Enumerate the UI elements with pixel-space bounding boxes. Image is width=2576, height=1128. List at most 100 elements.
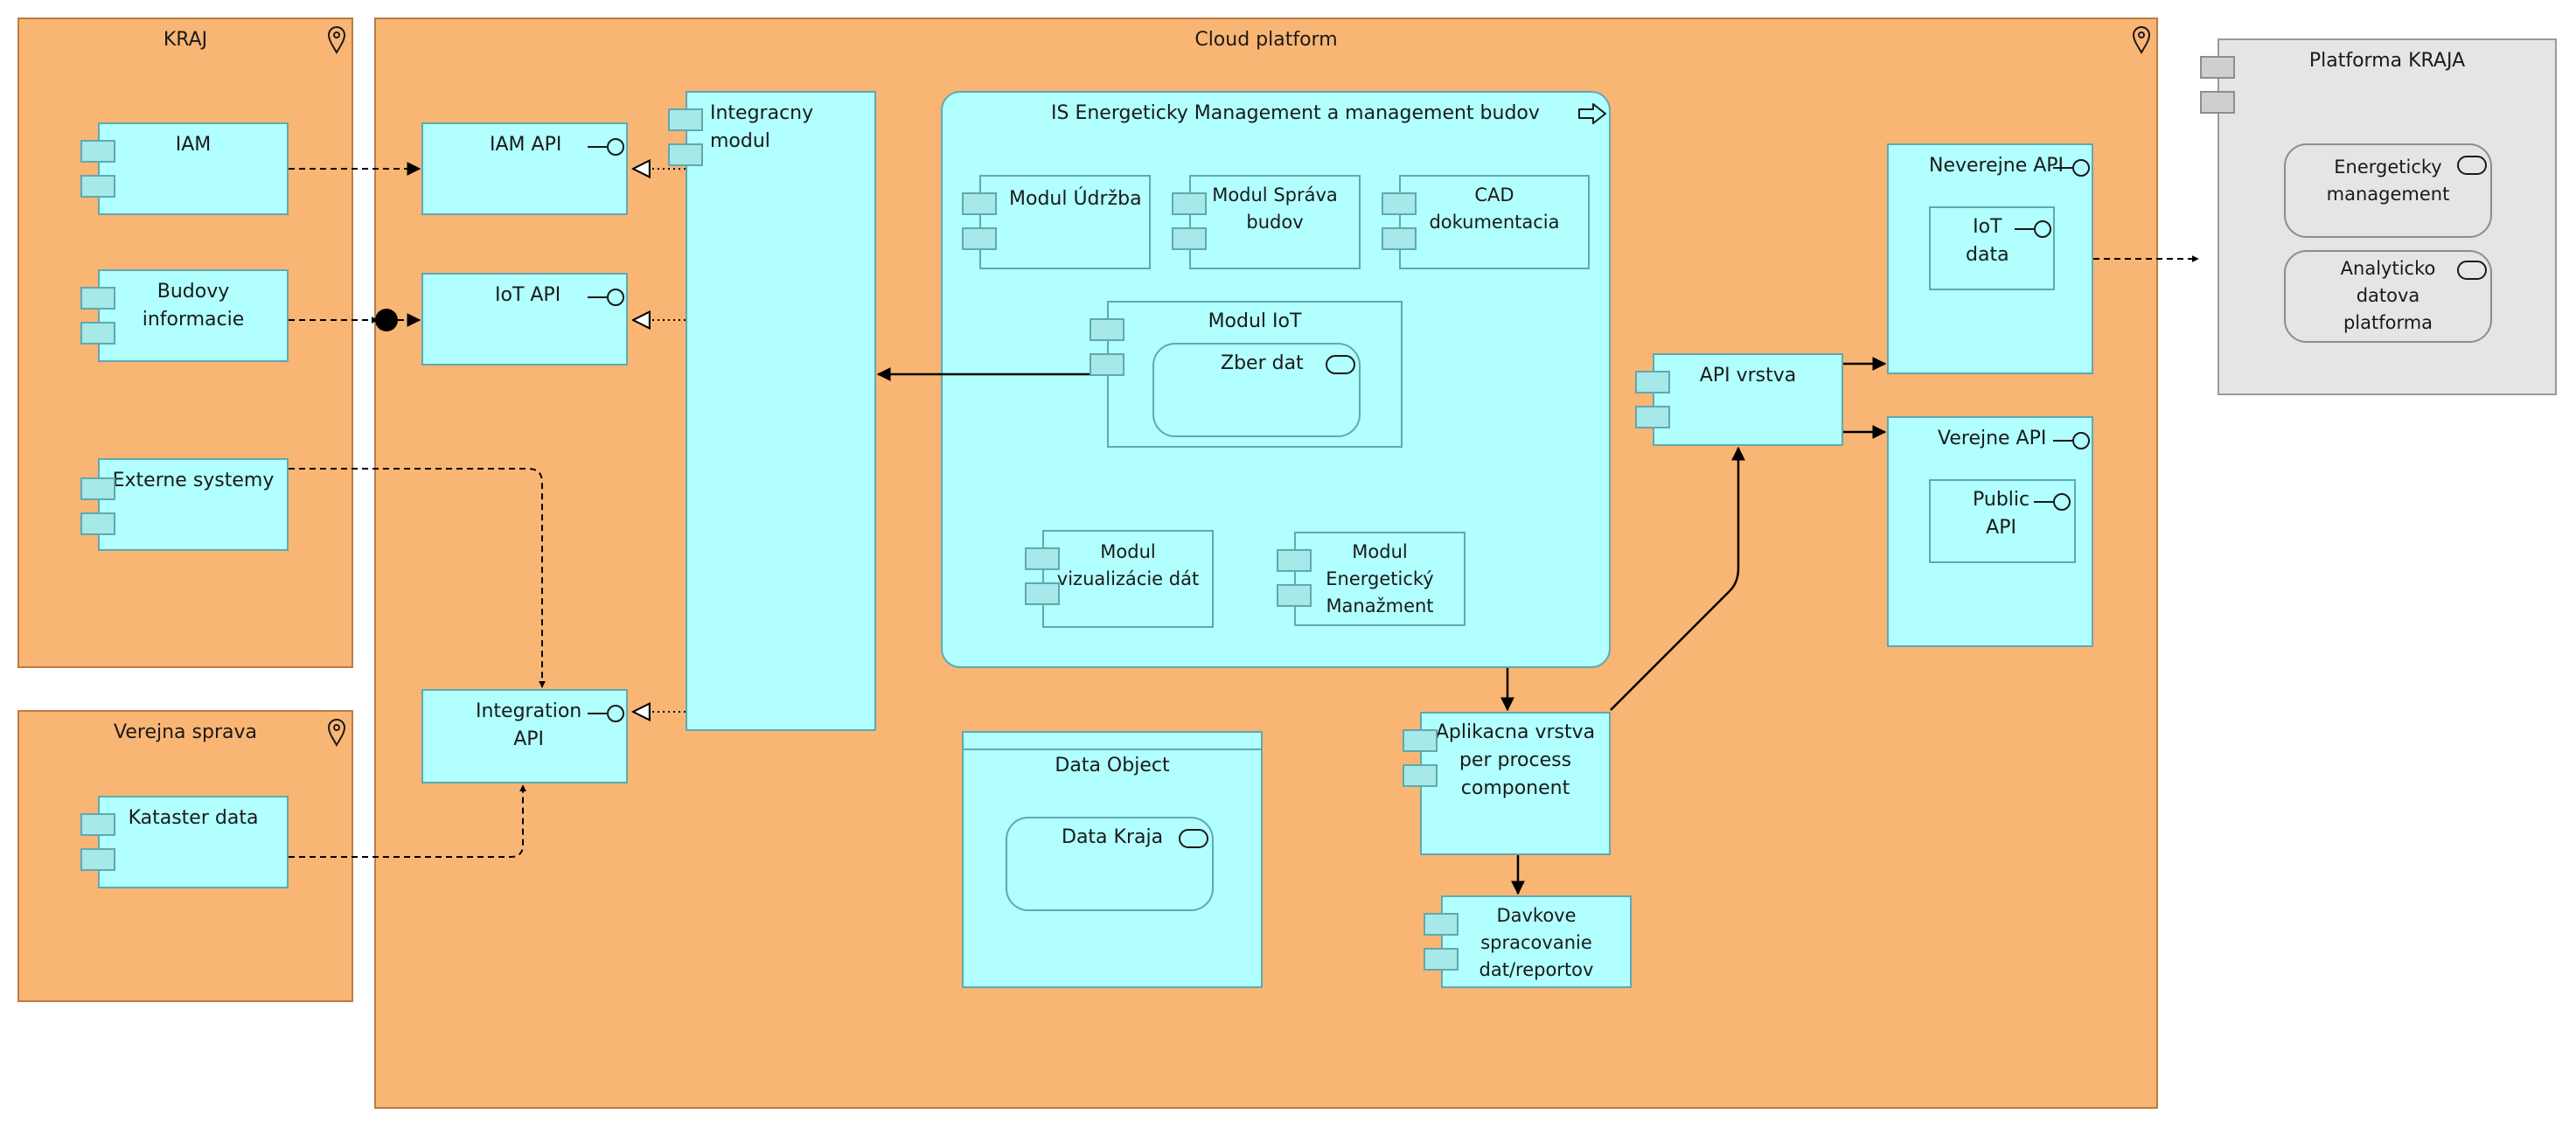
component-icon bbox=[1403, 729, 1438, 752]
component-icon bbox=[1424, 948, 1459, 971]
location-cloud-platform-label: Cloud platform bbox=[1194, 29, 1338, 51]
component-icon bbox=[2200, 91, 2235, 114]
component-integracny-modul-label: Integracny modul bbox=[710, 102, 814, 152]
component-icon bbox=[1277, 549, 1312, 572]
component-modul-sprava-budov-label: Modul Správa budov bbox=[1212, 185, 1338, 233]
interface-icon bbox=[588, 705, 624, 722]
component-aplikacna-vrstva: Aplikacna vrstva per process component bbox=[1420, 712, 1611, 855]
interface-icon bbox=[588, 138, 624, 156]
component-api-vrstva-label: API vrstva bbox=[1699, 365, 1797, 386]
component-budovy-informacie: Budovy informacie bbox=[98, 269, 289, 362]
component-modul-udrzba-label: Modul Údržba bbox=[1009, 188, 1142, 210]
service-icon bbox=[2457, 261, 2487, 280]
service-analyticko-datova-platforma: Analyticko datova platforma bbox=[2284, 250, 2492, 343]
service-icon bbox=[1326, 355, 1355, 374]
component-externe-systemy: Externe systemy bbox=[98, 458, 289, 551]
component-icon bbox=[962, 227, 997, 250]
component-modul-sprava-budov: Modul Správa budov bbox=[1189, 175, 1361, 269]
interface-icon bbox=[2053, 432, 2090, 449]
interface-verejne-api-label: Verejne API bbox=[1938, 428, 2047, 449]
component-icon bbox=[80, 512, 115, 535]
component-iam-label: IAM bbox=[175, 134, 212, 156]
service-data-kraja-label: Data Kraja bbox=[1062, 826, 1164, 848]
component-icon bbox=[962, 192, 997, 215]
component-davkove-spracovanie-label: Davkove spracovanie dat/reportov bbox=[1479, 905, 1594, 980]
component-modul-energeticky-manazment: Modul Energetický Manažment bbox=[1294, 532, 1466, 626]
process-arrow-icon bbox=[1578, 103, 1606, 124]
system-is-energeticky-management-label: IS Energeticky Management a management b… bbox=[1051, 102, 1540, 124]
component-icon bbox=[80, 175, 115, 198]
data-object-header bbox=[964, 733, 1261, 750]
component-icon bbox=[1025, 582, 1060, 605]
location-pin-icon bbox=[327, 26, 346, 54]
external-platforma-kraja-label: Platforma KRAJA bbox=[2308, 50, 2466, 72]
component-cad-dokumentacia-label: CAD dokumentacia bbox=[1429, 185, 1560, 233]
component-icon bbox=[1424, 913, 1459, 936]
interface-iot-api: IoT API bbox=[421, 273, 628, 366]
interface-neverejne-api-label: Neverejne API bbox=[1929, 155, 2064, 177]
component-kataster-data-label: Kataster data bbox=[128, 807, 259, 829]
component-modul-vizualizacie-dat-label: Modul vizualizácie dát bbox=[1056, 541, 1200, 589]
component-icon bbox=[80, 322, 115, 345]
component-icon bbox=[1382, 227, 1417, 250]
component-davkove-spracovanie: Davkove spracovanie dat/reportov bbox=[1441, 895, 1632, 988]
interface-iot-api-label: IoT API bbox=[495, 284, 561, 306]
interface-neverejne-api: Neverejne API IoT data bbox=[1887, 143, 2093, 374]
component-budovy-informacie-label: Budovy informacie bbox=[142, 281, 245, 331]
service-analyticko-datova-platforma-label: Analyticko datova platforma bbox=[2340, 258, 2436, 333]
component-api-vrstva: API vrstva bbox=[1653, 353, 1843, 446]
interface-iot-data-label: IoT data bbox=[1966, 216, 2009, 266]
component-icon bbox=[668, 108, 703, 131]
service-data-kraja: Data Kraja bbox=[1006, 817, 1214, 911]
component-aplikacna-vrstva-label: Aplikacna vrstva per process component bbox=[1435, 721, 1596, 799]
component-iam: IAM bbox=[98, 122, 289, 215]
component-icon bbox=[1172, 227, 1207, 250]
data-object: Data Object Data Kraja bbox=[962, 731, 1263, 988]
component-icon bbox=[668, 143, 703, 166]
component-icon bbox=[1635, 371, 1670, 393]
component-icon bbox=[80, 813, 115, 836]
component-icon bbox=[80, 477, 115, 500]
service-icon bbox=[1179, 829, 1208, 848]
interface-icon bbox=[2034, 493, 2071, 511]
component-icon bbox=[1635, 406, 1670, 428]
location-pin-icon bbox=[2132, 26, 2151, 54]
interface-iam-api-label: IAM API bbox=[490, 134, 562, 156]
component-cad-dokumentacia: CAD dokumentacia bbox=[1399, 175, 1590, 269]
component-modul-energeticky-manazment-label: Modul Energetický Manažment bbox=[1326, 541, 1434, 616]
location-verejna-sprava-label: Verejna sprava bbox=[114, 721, 257, 743]
interface-iam-api: IAM API bbox=[421, 122, 628, 215]
component-icon bbox=[2200, 56, 2235, 79]
component-modul-udrzba: Modul Údržba bbox=[979, 175, 1151, 269]
component-externe-systemy-label: Externe systemy bbox=[112, 470, 275, 491]
component-icon bbox=[1025, 547, 1060, 570]
interface-verejne-api: Verejne API Public API bbox=[1887, 416, 2093, 647]
component-icon bbox=[1172, 192, 1207, 215]
component-icon bbox=[80, 848, 115, 871]
interface-icon bbox=[2015, 220, 2051, 238]
interface-integration-api-label: Integration API bbox=[476, 700, 582, 750]
service-zber-dat-label: Zber dat bbox=[1221, 352, 1304, 374]
interface-public-api-label: Public API bbox=[1973, 489, 2030, 539]
interface-icon bbox=[2053, 159, 2090, 177]
component-modul-iot-label: Modul IoT bbox=[1208, 310, 1302, 332]
component-icon bbox=[80, 287, 115, 310]
component-kataster-data: Kataster data bbox=[98, 796, 289, 888]
service-zber-dat: Zber dat bbox=[1152, 343, 1361, 437]
component-modul-vizualizacie-dat: Modul vizualizácie dát bbox=[1042, 530, 1214, 628]
interface-integration-api: Integration API bbox=[421, 689, 628, 783]
service-energeticky-management-label: Energeticky management bbox=[2326, 157, 2450, 205]
location-kraj-label: KRAJ bbox=[163, 29, 208, 51]
service-icon bbox=[2457, 156, 2487, 175]
component-icon bbox=[1090, 353, 1124, 376]
component-icon bbox=[1277, 584, 1312, 607]
interface-icon bbox=[588, 289, 624, 306]
component-icon bbox=[1382, 192, 1417, 215]
component-icon bbox=[80, 140, 115, 163]
interface-public-api: Public API bbox=[1929, 479, 2076, 563]
location-pin-icon bbox=[327, 719, 346, 747]
component-integracny-modul: Integracny modul bbox=[686, 91, 876, 731]
interface-iot-data: IoT data bbox=[1929, 206, 2055, 290]
component-icon bbox=[1403, 764, 1438, 787]
